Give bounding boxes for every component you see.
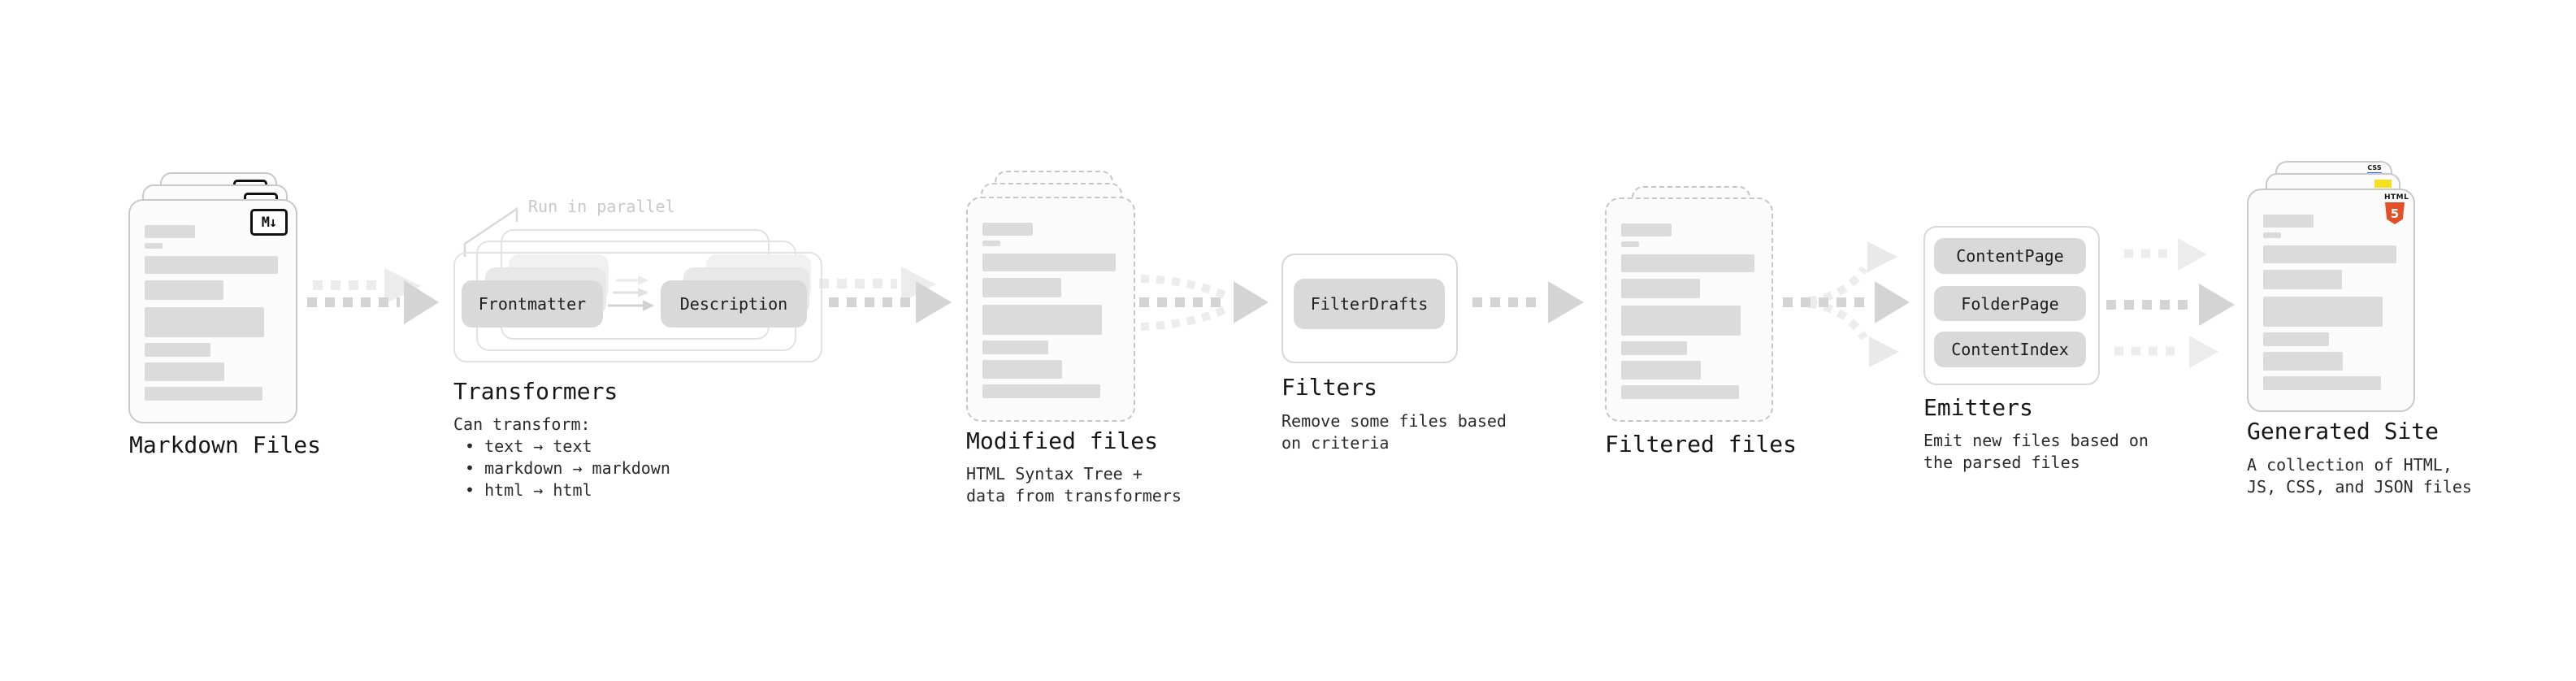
run-in-parallel-leader-line	[463, 206, 518, 257]
skeleton-text-bar	[2263, 270, 2342, 289]
emitter-chip-folderpage: FolderPage	[1934, 286, 2086, 321]
node-caption: Can transform:	[453, 414, 591, 434]
skeleton-text-bar	[145, 307, 264, 337]
filter-chip-filterdrafts: FilterDrafts	[1294, 279, 1445, 329]
node-caption: Emit new files based on the parsed files	[1923, 431, 2149, 472]
skeleton-text-bar	[982, 241, 1000, 246]
arrow-modified-to-filters	[1139, 275, 1268, 331]
transform-bullet: • html → html	[465, 480, 592, 500]
arrow-filters-to-filtered	[1472, 281, 1584, 323]
transformer-chip-frontmatter: Frontmatter	[462, 280, 603, 327]
emitter-chip-contentpage: ContentPage	[1934, 238, 2086, 274]
html5-icon-text: HTML	[2384, 193, 2409, 202]
skeleton-text-bar	[145, 225, 195, 238]
skeleton-text-bar	[2263, 245, 2396, 263]
file-card: M↓	[128, 199, 297, 423]
emitter-chip-contentindex: ContentIndex	[1934, 332, 2086, 367]
skeleton-text-bar	[982, 384, 1100, 398]
skeleton-text-bar	[982, 305, 1102, 335]
skeleton-text-bar	[982, 278, 1061, 297]
node-label: Modified files	[966, 427, 1159, 454]
css-icon-text: CSS	[2367, 164, 2382, 171]
skeleton-text-bar	[145, 362, 224, 381]
arrow-emitters-to-generated	[2106, 238, 2235, 368]
skeleton-text-bar	[145, 243, 163, 249]
skeleton-text-bar	[1621, 254, 1754, 272]
file-card: HTML 5	[2247, 189, 2415, 412]
arrow-frontmatter-to-description	[608, 275, 654, 311]
skeleton-text-bar	[145, 343, 210, 357]
node-caption: A collection of HTML, JS, CSS, and JSON …	[2247, 455, 2472, 497]
transform-bullet: • text → text	[465, 436, 592, 456]
arrow-filtered-to-emitters	[1783, 241, 1910, 367]
node-label: Generated Site	[2247, 418, 2439, 445]
run-in-parallel-annotation: Run in parallel	[528, 197, 675, 216]
file-card	[966, 197, 1135, 422]
skeleton-text-bar	[1621, 361, 1701, 380]
node-label: Transformers	[453, 378, 618, 405]
skeleton-text	[1607, 199, 1772, 420]
skeleton-text-bar	[2263, 232, 2281, 238]
file-card	[1605, 197, 1773, 422]
node-label: Emitters	[1923, 394, 2033, 421]
node-label: Filtered files	[1605, 431, 1798, 458]
skeleton-text	[130, 201, 296, 422]
parallel-outline-front	[453, 252, 822, 362]
html5-icon: HTML 5	[2384, 193, 2409, 224]
skeleton-text-bar	[2263, 352, 2343, 371]
node-label: Markdown Files	[129, 432, 322, 458]
skeleton-text-bar	[2263, 332, 2329, 346]
skeleton-text-bar	[145, 256, 278, 274]
skeleton-text-bar	[982, 223, 1033, 236]
transform-bullet: • markdown → markdown	[465, 458, 670, 478]
skeleton-text-bar	[982, 254, 1116, 271]
skeleton-text-bar	[1621, 279, 1700, 298]
html5-icon-number: 5	[2390, 206, 2400, 221]
skeleton-text-bar	[2263, 376, 2381, 390]
transformer-chip-description: Description	[661, 280, 807, 327]
skeleton-text	[2249, 190, 2413, 410]
node-caption: Remove some files based on criteria	[1281, 411, 1507, 453]
skeleton-text	[968, 198, 1134, 420]
skeleton-text-bar	[145, 280, 223, 300]
javascript-icon	[2374, 180, 2392, 188]
skeleton-text-bar	[2263, 215, 2314, 228]
skeleton-text-bar	[982, 340, 1048, 354]
skeleton-text-bar	[145, 387, 262, 401]
markdown-icon: M↓	[250, 209, 288, 236]
skeleton-text-bar	[1621, 385, 1739, 399]
skeleton-text-bar	[1621, 341, 1687, 355]
skeleton-text-bar	[982, 360, 1062, 379]
skeleton-text-bar	[1621, 223, 1672, 236]
node-label: Filters	[1281, 374, 1378, 401]
node-caption: HTML Syntax Tree + data from transformer…	[966, 464, 1182, 505]
skeleton-text-bar	[1621, 241, 1639, 247]
skeleton-text-bar	[1621, 306, 1741, 336]
skeleton-text-bar	[2263, 297, 2383, 327]
arrow-markdown-to-transformers	[307, 268, 439, 324]
arrow-transformers-to-modified	[819, 267, 952, 323]
